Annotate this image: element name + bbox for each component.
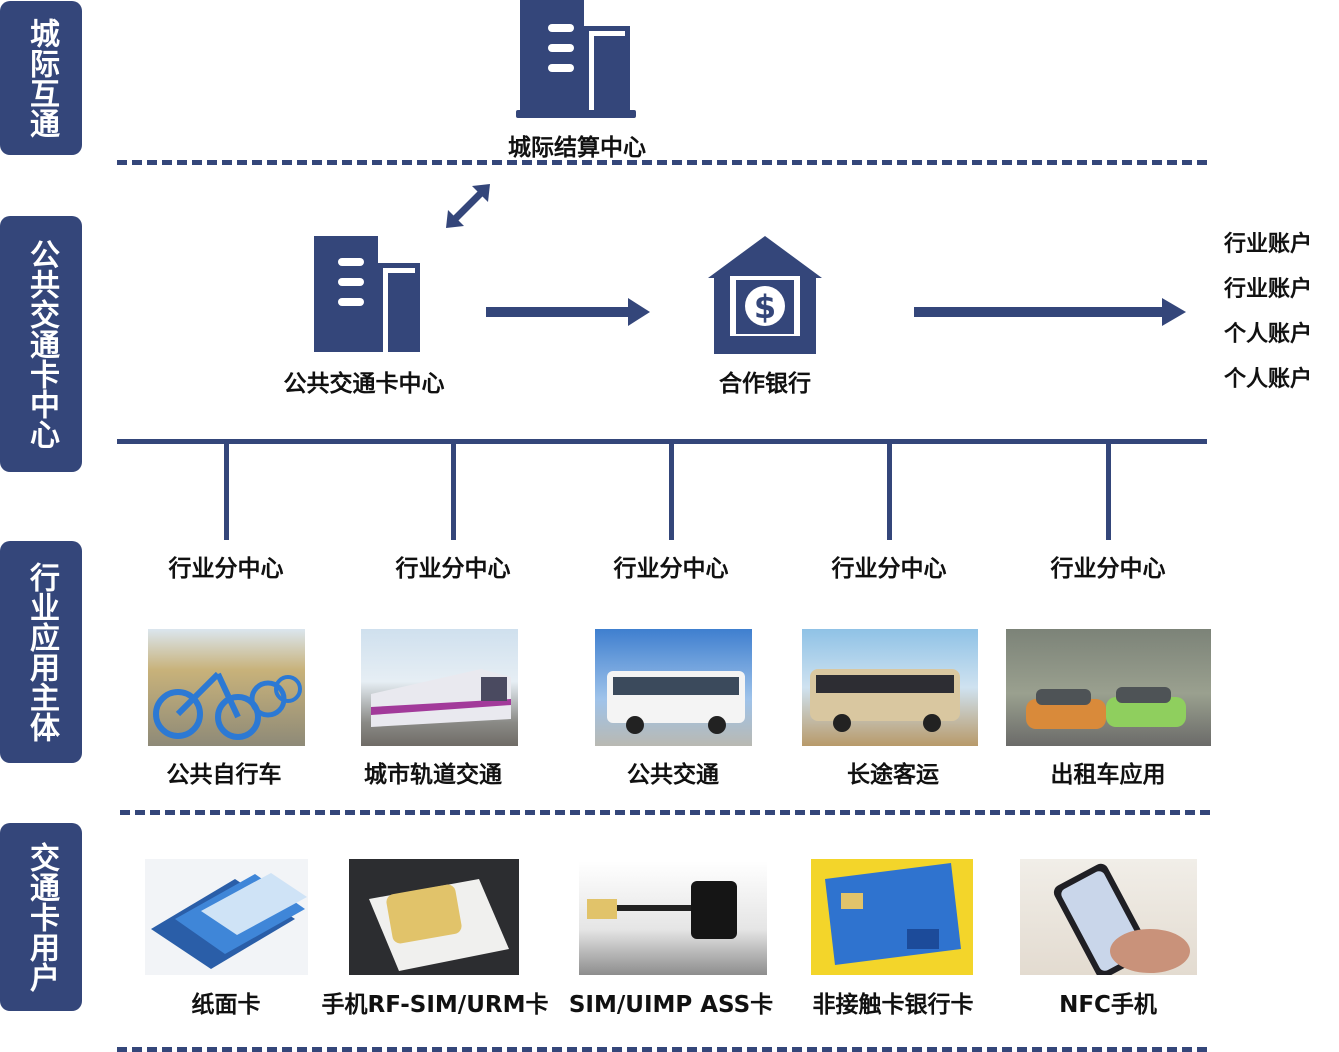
- layer-card-center-label: 公共交通卡中心: [24, 239, 59, 449]
- layer-industry-label: 行业应用主体: [24, 562, 59, 742]
- card-type-label: SIM/UIMP ASS卡: [568, 992, 774, 1018]
- layer-users: 交通卡用户: [0, 823, 82, 1011]
- sub-center-label: 行业分中心: [168, 556, 284, 582]
- card-type-label: 非接触卡银行卡: [812, 992, 974, 1018]
- metro-photo: [361, 629, 518, 746]
- connector-line: [887, 442, 892, 540]
- settlement-building-icon: [516, 0, 636, 118]
- account-item: 个人账户: [1224, 322, 1313, 347]
- card-type-label: 手机RF-SIM/URM卡: [321, 992, 549, 1018]
- bank-icon: $: [708, 236, 822, 354]
- account-item: 行业账户: [1224, 232, 1313, 257]
- paper-cards-photo: [145, 859, 308, 975]
- connector-line: [669, 442, 674, 540]
- card-type-label: 纸面卡: [191, 992, 261, 1018]
- layer-industry: 行业应用主体: [0, 541, 82, 763]
- sub-center-label: 行业分中心: [613, 556, 729, 582]
- bank-card-photo: [811, 859, 973, 975]
- bus-photo: [595, 629, 752, 746]
- account-item: 个人账户: [1224, 367, 1313, 392]
- connector-line: [1106, 442, 1111, 540]
- nfc-phone-photo: [1020, 859, 1197, 975]
- connector-line: [224, 442, 229, 540]
- bicycle-photo: [148, 629, 305, 746]
- distribution-bus-line: [117, 439, 1207, 444]
- application-label: 城市轨道交通: [364, 762, 502, 788]
- card-center-building-icon: [314, 236, 420, 352]
- connector-line: [451, 442, 456, 540]
- sim-adapter-photo: [579, 861, 767, 975]
- sim-card-photo: [349, 859, 519, 975]
- separator-middle: [120, 810, 1210, 815]
- application-label: 公共交通: [627, 762, 719, 788]
- card-center-label: 公共交通卡中心: [283, 371, 445, 397]
- coach-photo: [802, 629, 978, 746]
- account-item: 行业账户: [1224, 277, 1313, 302]
- separator-bottom: [117, 1047, 1207, 1052]
- bank-label: 合作银行: [719, 371, 811, 397]
- arrow-to-bank-icon: [486, 298, 650, 326]
- arrow-to-accounts-icon: [914, 298, 1186, 326]
- layer-card-center: 公共交通卡中心: [0, 216, 82, 472]
- separator-top: [117, 160, 1207, 165]
- taxi-photo: [1006, 629, 1211, 746]
- application-label: 长途客运: [847, 762, 939, 788]
- sub-center-label: 行业分中心: [1050, 556, 1166, 582]
- sub-center-label: 行业分中心: [395, 556, 511, 582]
- application-label: 公共自行车: [166, 762, 282, 788]
- layer-intercity: 城际互通: [0, 1, 82, 155]
- double-arrow-icon: [446, 184, 490, 228]
- settlement-label: 城际结算中心: [508, 135, 646, 161]
- layer-intercity-label: 城际互通: [24, 18, 59, 138]
- sub-center-label: 行业分中心: [831, 556, 947, 582]
- card-type-label: NFC手机: [1059, 992, 1157, 1018]
- svg-text:$: $: [754, 288, 776, 326]
- application-label: 出租车应用: [1050, 762, 1166, 788]
- layer-users-label: 交通卡用户: [24, 842, 59, 992]
